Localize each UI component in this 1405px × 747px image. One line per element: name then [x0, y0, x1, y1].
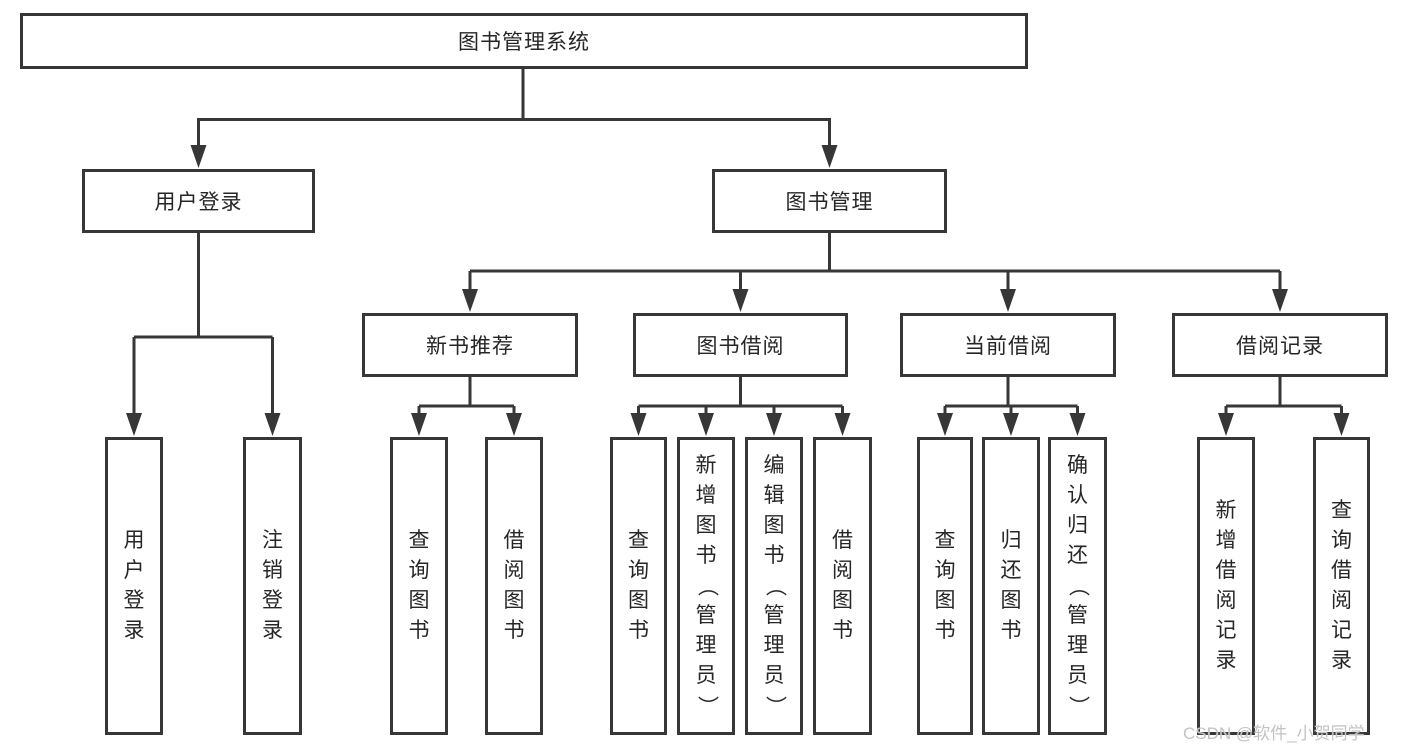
node-user-login-branch: 用户登录 [82, 169, 315, 233]
node-label: 新增借阅记录 [1215, 499, 1237, 672]
leaf-current-query-books: 查询图书 [917, 437, 973, 735]
node-label: 借阅记录 [1236, 335, 1324, 358]
node-label: 图书借阅 [696, 335, 785, 358]
leaf-current-confirm-return-admin: 确认归还（管理员） [1048, 437, 1107, 735]
csdn-watermark: CSDN @软件_小贺同学 [1183, 724, 1365, 743]
node-current-borrowing: 当前借阅 [900, 313, 1116, 377]
leaf-logout: 注销登录 [243, 437, 302, 735]
node-label: 确认归还（管理员） [1066, 454, 1090, 717]
node-label: 图书管理 [785, 191, 874, 214]
leaf-borrow-query-books: 查询图书 [610, 437, 667, 735]
node-label: 新书推荐 [426, 335, 514, 358]
arrow-down-icon [126, 145, 1350, 436]
leaf-current-return-books: 归还图书 [982, 437, 1040, 735]
node-label: 图书管理系统 [458, 31, 590, 54]
node-label: 用户登录 [123, 529, 145, 642]
leaf-records-query-record: 查询借阅记录 [1313, 437, 1370, 735]
leaf-recommend-borrow-books: 借阅图书 [485, 437, 543, 735]
node-label: 借阅图书 [832, 529, 853, 642]
node-label: 注销登录 [262, 529, 283, 642]
node-label: 查询图书 [628, 529, 649, 642]
node-new-book-recommendation: 新书推荐 [362, 313, 578, 377]
node-label: 用户登录 [154, 191, 243, 214]
node-label: 查询图书 [934, 529, 956, 642]
node-book-borrowing: 图书借阅 [633, 313, 848, 377]
node-book-management: 图书管理 [712, 169, 947, 233]
leaf-user-login: 用户登录 [105, 437, 163, 735]
leaf-borrow-edit-books-admin: 编辑图书（管理员） [745, 437, 803, 735]
node-library-system: 图书管理系统 [20, 13, 1028, 69]
connector-line-segments [132, 69, 1343, 415]
leaf-recommend-query-books: 查询图书 [390, 437, 448, 735]
node-label: 归还图书 [1000, 529, 1022, 642]
node-borrowing-records: 借阅记录 [1172, 313, 1388, 377]
node-label: 查询借阅记录 [1331, 499, 1352, 672]
node-label: 查询图书 [408, 529, 430, 642]
node-label: 编辑图书（管理员） [763, 454, 786, 717]
node-label: 借阅图书 [503, 529, 525, 642]
leaf-records-add-record: 新增借阅记录 [1197, 437, 1255, 735]
leaf-borrow-borrow-books: 借阅图书 [813, 437, 872, 735]
node-label: 当前借阅 [964, 335, 1052, 358]
leaf-borrow-add-books-admin: 新增图书（管理员） [677, 437, 735, 735]
node-label: 新增图书（管理员） [695, 454, 718, 717]
